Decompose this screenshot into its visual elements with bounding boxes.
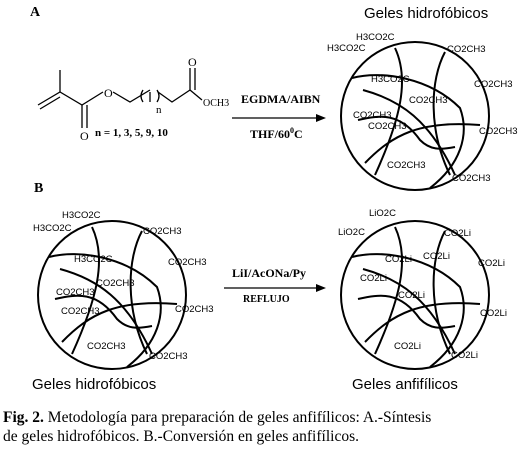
panel-a-label: A [30,5,41,20]
gel-label: H3CO2C [33,223,72,234]
figure-caption: Fig. 2. Metodología para preparación de … [3,408,521,446]
gel-label: CO2Li [423,251,450,262]
carbonyl-oxygen-1: O [80,129,89,143]
gel-label: CO2CH3 [149,351,188,362]
reagents-a: EGDMA/AIBN [241,92,321,106]
conditions-a: THF/600C [250,126,303,141]
reactant-labels-b: H3CO2C H3CO2C CO2CH3 CO2CH3 H3CO2C CO2CH… [33,210,214,362]
reaction-scheme: A O O O n OCH3 n = 1, 3, 5, 9, 10 EGDMA/… [30,5,518,393]
gel-label: CO2CH3 [353,110,392,121]
reagents-b: LiI/AcONa/Py [232,266,306,280]
gel-label: H3CO2C [74,254,113,265]
gel-label: CO2CH3 [479,126,518,137]
gel-label: CO2CH3 [87,341,126,352]
gel-label: LiO2C [338,227,365,238]
gel-label: CO2Li [385,254,412,265]
gel-label: CO2Li [360,273,387,284]
gel-label: CO2Li [478,258,505,269]
caption-line-1: Fig. 2. Metodología para preparación de … [3,408,521,427]
ester-group: OCH3 [203,98,229,109]
gel-label: CO2CH3 [175,304,214,315]
gel-sphere-a [340,41,490,191]
gel-label: CO2CH3 [409,95,448,106]
gel-label: CO2CH3 [474,79,513,90]
gel-sphere-b-product [340,220,490,370]
gel-label: H3CO2C [356,32,395,43]
gel-label: CO2Li [480,308,507,319]
gel-label: CO2CH3 [387,160,426,171]
fig-label: Fig. 2. [3,409,44,426]
monomer-structure [37,68,203,128]
conditions-b: REFLUJO [243,294,290,305]
gel-sphere-b-reactant [37,220,187,370]
reaction-arrow-a-head [316,114,326,122]
gel-label: CO2CH3 [56,287,95,298]
gel-label: CO2CH3 [143,226,182,237]
gel-label: CO2CH3 [447,44,486,55]
gel-label: CO2CH3 [96,278,135,289]
gel-label: CO2Li [394,341,421,352]
gel-label: CO2Li [398,290,425,301]
carbonyl-oxygen-2: O [188,55,197,69]
gel-label: CO2CH3 [61,306,100,317]
product-title-a: Geles hidrofóbicos [364,5,488,22]
reactant-caption-b: Geles hidrofóbicos [32,376,156,393]
gel-label: H3CO2C [327,43,366,54]
product-caption-b: Geles anfifílicos [352,376,458,393]
gel-label: H3CO2C [371,74,410,85]
gel-label: CO2Li [444,228,471,239]
n-values: n = 1, 3, 5, 9, 10 [95,127,168,139]
product-labels-b: LiO2C LiO2C CO2Li CO2Li CO2Li CO2Li CO2L… [338,208,507,361]
reaction-arrow-b-head [316,284,326,292]
gel-labels-a: H3CO2C H3CO2C CO2CH3 CO2CH3 H3CO2C CO2CH… [327,32,518,184]
caption-text-1: Metodología para preparación de geles an… [43,409,432,426]
chain-n: n [156,104,162,116]
gel-label: H3CO2C [62,210,101,221]
ring-oxygen: O [104,86,113,100]
caption-line-2: de geles hidrofóbicos. B.-Conversión en … [3,428,359,445]
gel-label: CO2CH3 [168,257,207,268]
panel-b-label: B [34,181,43,196]
gel-label: CO2CH3 [452,173,491,184]
gel-label: LiO2C [369,208,396,219]
gel-label: CO2Li [451,350,478,361]
gel-label: CO2CH3 [368,121,407,132]
